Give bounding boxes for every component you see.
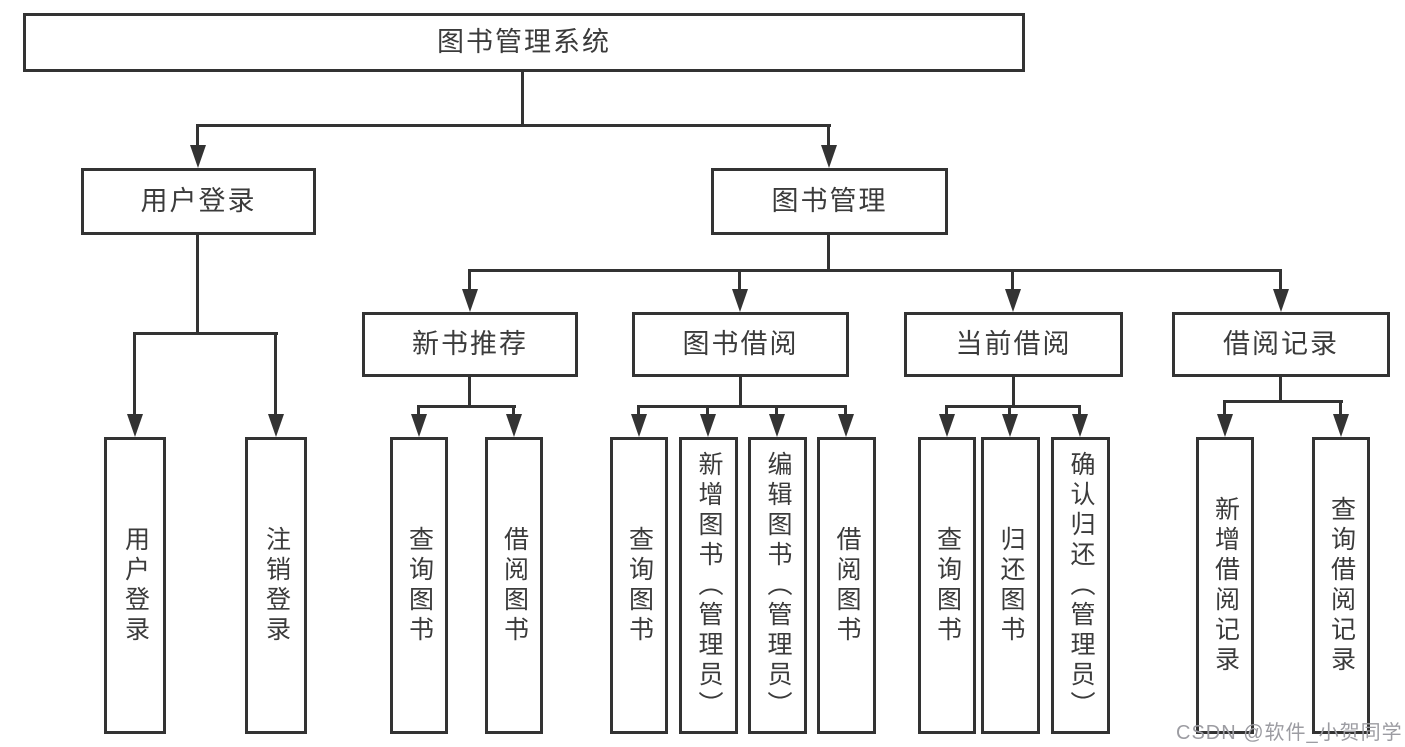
leaf-cb-query-books-label: 查询图书 (933, 525, 962, 646)
connector-stem-book-borrow (738, 271, 741, 292)
node-new-book-rec: 新书推荐 (362, 312, 578, 377)
arrowhead-borrow-records (1273, 289, 1289, 312)
leaf-nbr-borrow-books-label: 借阅图书 (500, 525, 529, 646)
node-borrow-records: 借阅记录 (1172, 312, 1390, 377)
arrowhead-book-mgmt (821, 145, 837, 168)
arrowhead-book-borrow (732, 289, 748, 312)
arrowhead-cb-confirm (1072, 414, 1088, 437)
connector-mgmt-bus (468, 269, 1282, 272)
leaf-br-query-record: 查询借阅记录 (1312, 437, 1370, 734)
leaf-bb-borrow-books-label: 借阅图书 (833, 525, 861, 646)
arrowhead-cb-query (939, 414, 955, 437)
leaf-user-login: 用户登录 (104, 437, 166, 734)
node-current-borrow: 当前借阅 (904, 312, 1123, 377)
leaf-bb-edit-books-admin: 编辑图书（管理员） (748, 437, 807, 734)
arrowhead-nbr-query (411, 414, 427, 437)
connector-root-trunk (521, 70, 524, 127)
node-new-book-rec-label: 新书推荐 (412, 329, 528, 359)
connector-stem-leaf-login (133, 334, 136, 416)
arrowhead-bb-edit (769, 414, 785, 437)
connector-stem-new-book (468, 271, 471, 292)
connector-stem-cb-return (1008, 407, 1011, 417)
node-book-mgmt-branch: 图书管理 (711, 168, 948, 235)
connector-cb-bus (945, 405, 1081, 408)
connector-stem-bb-query (637, 407, 640, 417)
leaf-nbr-borrow-books: 借阅图书 (485, 437, 543, 734)
node-root-label: 图书管理系统 (437, 27, 611, 57)
node-borrow-records-label: 借阅记录 (1223, 329, 1339, 359)
node-root: 图书管理系统 (23, 13, 1025, 72)
leaf-br-add-record: 新增借阅记录 (1196, 437, 1254, 734)
connector-stem-current-borrow (1011, 271, 1014, 292)
connector-login-bus (133, 332, 278, 335)
leaf-cb-query-books: 查询图书 (918, 437, 976, 734)
arrowhead-leaf-logout (268, 414, 284, 437)
connector-br-trunk (1279, 377, 1282, 403)
leaf-cb-return-books: 归还图书 (981, 437, 1040, 734)
node-user-login-branch-label: 用户登录 (140, 186, 257, 216)
leaf-bb-add-books-admin: 新增图书（管理员） (679, 437, 738, 734)
connector-nbr-trunk (468, 377, 471, 408)
arrowhead-user-login (190, 145, 206, 168)
arrowhead-br-query (1333, 414, 1349, 437)
connector-br-bus (1223, 400, 1343, 403)
node-book-mgmt-branch-label: 图书管理 (771, 186, 888, 216)
connector-stem-nbr-query (417, 407, 420, 417)
leaf-bb-query-books-label: 查询图书 (625, 525, 654, 646)
leaf-br-add-record-label: 新增借阅记录 (1211, 495, 1240, 676)
leaf-nbr-query-books: 查询图书 (390, 437, 448, 734)
connector-stem-bb-add (706, 407, 709, 417)
arrowhead-bb-query (631, 414, 647, 437)
arrowhead-cb-return (1002, 414, 1018, 437)
arrowhead-current-borrow (1005, 289, 1021, 312)
leaf-logout: 注销登录 (245, 437, 307, 734)
connector-login-trunk (196, 234, 199, 334)
connector-stem-br-add (1223, 402, 1226, 417)
connector-root-bus (196, 124, 831, 127)
connector-stem-br-query (1339, 402, 1342, 417)
leaf-cb-confirm-return-admin-label: 确认归还（管理员） (1067, 450, 1095, 721)
arrowhead-bb-borrow (838, 414, 854, 437)
connector-stem-user-login (196, 126, 199, 148)
connector-stem-bb-edit (775, 407, 778, 417)
connector-stem-cb-query (945, 407, 948, 417)
leaf-cb-confirm-return-admin: 确认归还（管理员） (1051, 437, 1110, 734)
leaf-bb-edit-books-admin-label: 编辑图书（管理员） (764, 450, 792, 721)
node-book-borrow: 图书借阅 (632, 312, 849, 377)
leaf-bb-add-books-admin-label: 新增图书（管理员） (695, 450, 723, 721)
arrowhead-br-add (1217, 414, 1233, 437)
node-current-borrow-label: 当前借阅 (955, 329, 1072, 359)
node-user-login-branch: 用户登录 (81, 168, 316, 235)
leaf-logout-label: 注销登录 (262, 525, 291, 646)
leaf-nbr-query-books-label: 查询图书 (405, 525, 434, 646)
connector-cb-trunk (1012, 377, 1015, 408)
connector-bb-bus (637, 405, 847, 408)
connector-stem-borrow-records (1279, 271, 1282, 292)
leaf-br-query-record-label: 查询借阅记录 (1327, 495, 1356, 676)
leaf-bb-query-books: 查询图书 (610, 437, 668, 734)
arrowhead-nbr-borrow (506, 414, 522, 437)
connector-mgmt-trunk (827, 234, 830, 272)
leaf-cb-return-books-label: 归还图书 (997, 525, 1025, 646)
connector-stem-cb-confirm (1078, 407, 1081, 417)
arrowhead-new-book (462, 289, 478, 312)
leaf-user-login-label: 用户登录 (121, 525, 150, 646)
connector-stem-bb-borrow (844, 407, 847, 417)
csdn-watermark: CSDN @软件_小贺同学 (1176, 722, 1403, 744)
arrowhead-bb-add (700, 414, 716, 437)
arrowhead-leaf-login (127, 414, 143, 437)
node-book-borrow-label: 图书借阅 (682, 329, 799, 359)
connector-nbr-bus (417, 405, 516, 408)
connector-stem-book-mgmt (827, 126, 830, 148)
connector-bb-trunk (739, 377, 742, 408)
connector-stem-leaf-logout (274, 334, 277, 416)
leaf-bb-borrow-books: 借阅图书 (817, 437, 876, 734)
connector-stem-nbr-borrow (512, 407, 515, 417)
